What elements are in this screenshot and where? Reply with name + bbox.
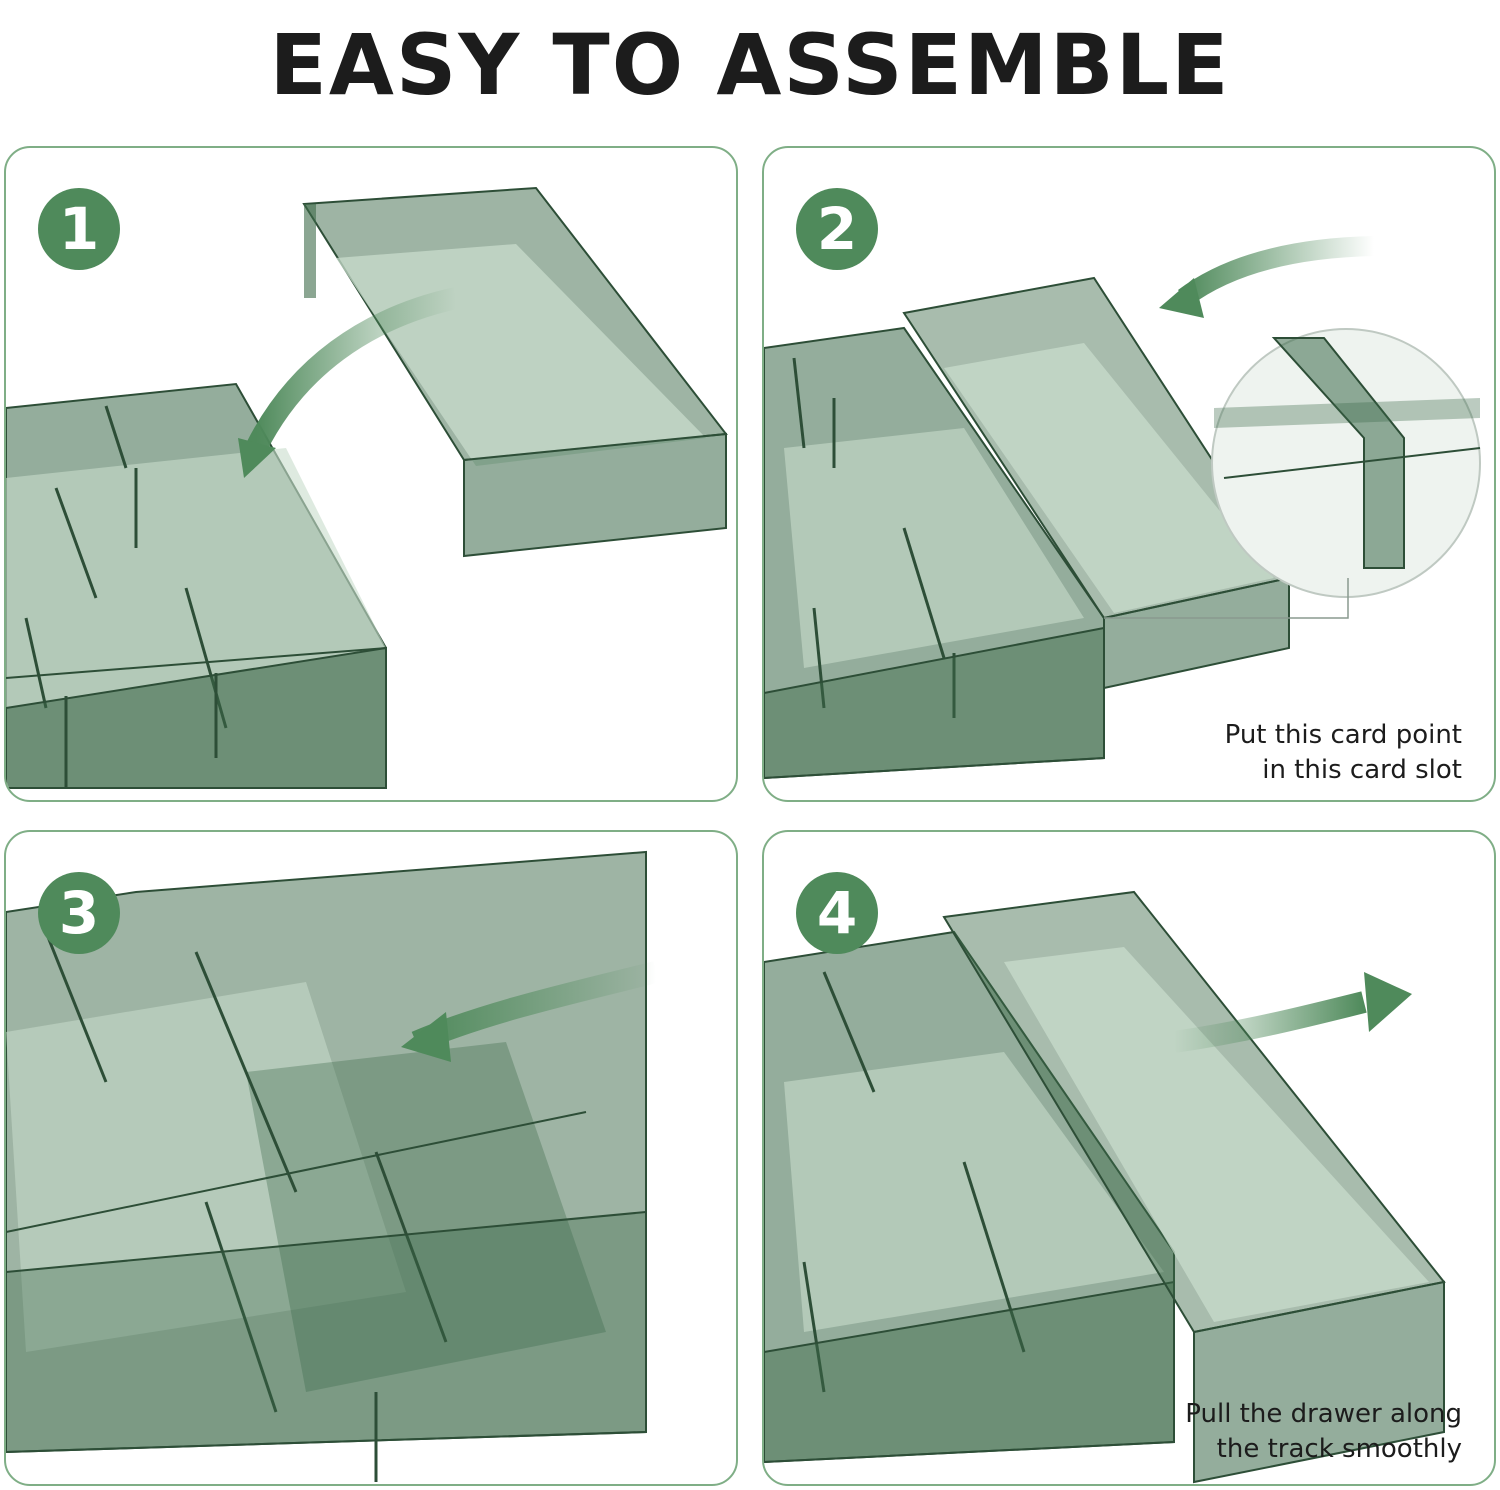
extension-drawer	[902, 276, 1291, 690]
arrow-head	[401, 1012, 451, 1062]
page-title: EASY TO ASSEMBLE	[269, 16, 1231, 114]
arrow-head	[238, 438, 276, 478]
step-2-illustration	[764, 236, 1481, 780]
step-caption: Put this card point in this card slot	[1225, 718, 1462, 788]
step-4-illustration	[764, 890, 1446, 1484]
base-tray	[6, 382, 387, 789]
step-caption: Pull the drawer along the track smoothly	[1185, 1397, 1462, 1467]
extension-drawer	[302, 186, 728, 558]
caption-line: Put this card point	[1224, 720, 1462, 750]
move-arrow	[1172, 991, 1367, 1053]
arrow-head	[1159, 278, 1204, 318]
caption-line: the track smoothly	[1216, 1434, 1462, 1464]
step-3-illustration	[6, 850, 659, 1482]
step-number-badge: 3	[38, 872, 120, 954]
callout-line	[1104, 578, 1349, 619]
step-number-badge: 4	[796, 872, 878, 954]
step-3-panel: 3	[4, 830, 738, 1486]
arrow-head	[1364, 972, 1412, 1032]
move-arrow	[1178, 236, 1375, 307]
extension-drawer	[942, 890, 1446, 1484]
caption-line: Pull the drawer along	[1185, 1399, 1462, 1429]
zoom-detail	[1214, 337, 1481, 569]
base-tray	[764, 930, 1175, 1464]
step-number-badge: 1	[38, 188, 120, 270]
step-1-panel: 1	[4, 146, 738, 802]
caption-line: in this card slot	[1262, 755, 1462, 785]
move-arrow	[246, 287, 459, 453]
step-4-panel: 4 Pull the drawer along the track smooth…	[762, 830, 1496, 1486]
step-2-panel: 2 Put this card point in this card slot	[762, 146, 1496, 802]
step-1-illustration	[6, 186, 728, 789]
base-tray	[6, 850, 647, 1482]
step-number-badge: 2	[796, 188, 878, 270]
base-tray	[764, 326, 1105, 780]
